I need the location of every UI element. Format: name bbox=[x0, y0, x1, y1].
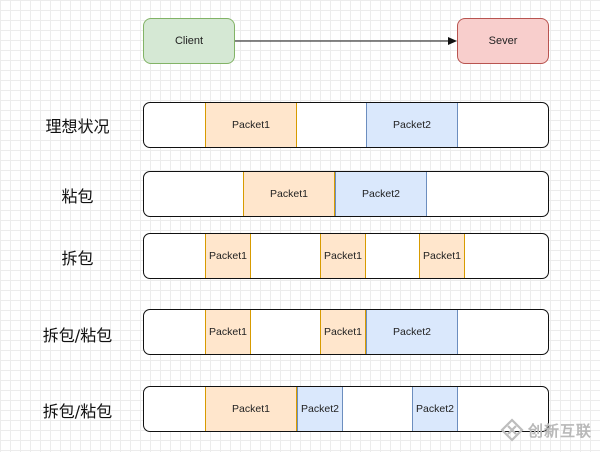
row-label-ideal: 理想状况 bbox=[45, 117, 110, 136]
packet-stream-sticky: Packet1 Packet2 bbox=[143, 171, 549, 217]
packet-stream-split-sticky-2: Packet1 Packet2 Packet2 bbox=[143, 386, 549, 432]
packet-stream-split: Packet1 Packet1 Packet1 bbox=[143, 233, 549, 279]
row-label-split-sticky-2: 拆包/粘包 bbox=[42, 402, 113, 421]
server-node: Sever bbox=[457, 18, 549, 64]
packet-segment: Packet2 bbox=[366, 310, 458, 354]
packet-segment: Packet2 bbox=[297, 387, 343, 431]
server-label: Sever bbox=[488, 35, 518, 47]
packet-stream-ideal: Packet1 Packet2 bbox=[143, 102, 549, 148]
client-node: Client bbox=[143, 18, 235, 64]
packet-segment: Packet1 bbox=[320, 234, 366, 278]
packet-segment: Packet1 bbox=[205, 103, 297, 147]
packet-segment: Packet1 bbox=[205, 310, 251, 354]
row-label-split: 拆包 bbox=[61, 249, 94, 268]
watermark: 创新互联 bbox=[500, 410, 600, 450]
packet-segment: Packet1 bbox=[243, 172, 335, 216]
packet-segment: Packet1 bbox=[419, 234, 465, 278]
row-label-sticky: 粘包 bbox=[61, 187, 94, 206]
packet-segment: Packet2 bbox=[335, 172, 427, 216]
brand-logo-icon bbox=[500, 418, 524, 442]
packet-segment: Packet1 bbox=[320, 310, 366, 354]
client-label: Client bbox=[174, 35, 204, 47]
packet-segment: Packet1 bbox=[205, 387, 297, 431]
row-label-split-sticky-1: 拆包/粘包 bbox=[42, 326, 113, 345]
watermark-text: 创新互联 bbox=[528, 421, 593, 440]
packet-segment: Packet2 bbox=[366, 103, 458, 147]
packet-segment: Packet2 bbox=[412, 387, 458, 431]
packet-segment: Packet1 bbox=[205, 234, 251, 278]
packet-stream-split-sticky-1: Packet1 Packet1 Packet2 bbox=[143, 309, 549, 355]
